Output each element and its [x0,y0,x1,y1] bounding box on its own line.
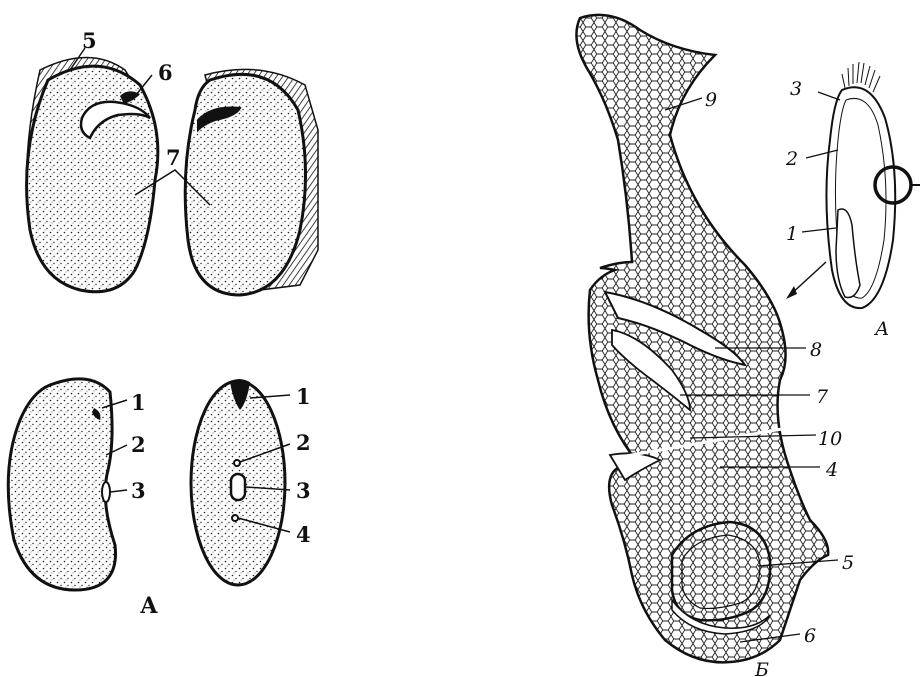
label-10: 10 [818,428,842,450]
label-front-2: 2 [296,430,311,455]
label-7: 7 [166,145,181,170]
bean-seed-front: 1 2 3 4 [191,379,311,585]
leader-side-3 [110,490,127,492]
section-letter: Б [754,659,769,677]
grain-letter: А [873,318,889,340]
label-front-3: 3 [296,478,311,503]
bean-side-outline [8,379,115,590]
label-g1: 1 [786,223,798,245]
label-front-1: 1 [296,384,311,409]
whole-grain: 3 2 1 А [785,62,920,340]
label-8: 8 [810,339,822,361]
label-g2: 2 [785,148,798,170]
micropyle-front [231,474,245,500]
label-5: 5 [82,28,97,53]
cotyledon-right [185,74,305,295]
micropyle-side [102,482,110,502]
label-9: 9 [705,89,717,111]
grain-embryo-section: 9 8 7 10 4 5 6 Б [576,15,854,677]
label-side-1: 1 [131,390,146,415]
label-side-2: 2 [131,432,146,457]
label-g3: 3 [790,78,802,100]
label-6: 6 [158,60,173,85]
leader-g3 [818,92,840,100]
bean-open-halves: 5 6 7 [27,28,319,295]
panel-label-bean: А [140,593,158,619]
label-front-4: 4 [296,522,311,547]
label-6g: 6 [804,625,816,647]
bean-seed-side: 1 2 3 [8,379,145,590]
pointer-arrow [786,262,826,299]
label-side-3: 3 [131,478,146,503]
cotyledon-left [27,66,158,292]
label-7g: 7 [816,386,829,408]
label-5g: 5 [842,552,854,574]
grain-outline [826,87,895,308]
label-4g: 4 [825,459,838,481]
